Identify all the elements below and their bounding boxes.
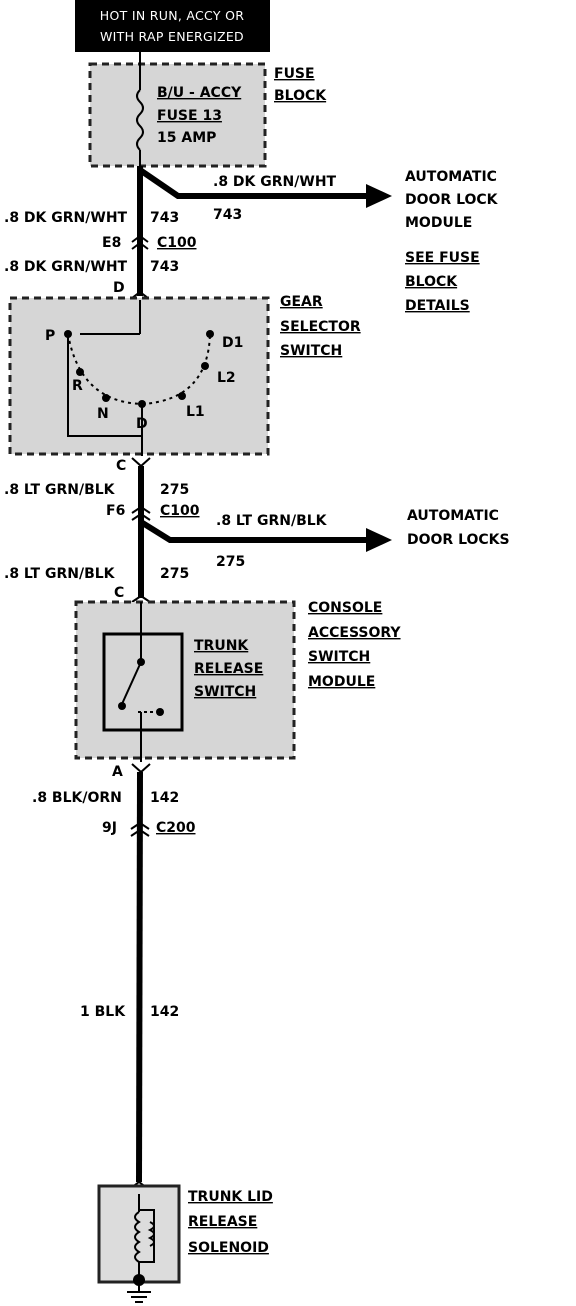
wire-275-upper-circuit: 275 <box>160 482 189 498</box>
header-line-2: WITH RAP ENERGIZED <box>100 29 244 44</box>
arrow-right-icon <box>366 528 392 552</box>
position-d1: D1 <box>222 335 243 351</box>
position-p: P <box>45 328 55 344</box>
fuse-icon <box>136 89 144 151</box>
fuse-block: B/U - ACCY FUSE 13 15 AMP FUSE BLOCK <box>88 52 327 170</box>
connector-f6-id: C100 <box>160 503 200 519</box>
console-module-pin-out: A <box>112 764 123 780</box>
branch-275-circuit: 275 <box>216 554 245 570</box>
gear-selector-switch: P R N D L1 L2 D1 GEAR SELECTOR SWITCH <box>8 294 361 456</box>
branch-275-wire-label: .8 LT GRN/BLK <box>216 513 328 529</box>
connector-9j-pin: 9J <box>102 820 117 836</box>
trunk-switch-label-3: SWITCH <box>194 684 256 700</box>
wire-743-lower-label: .8 DK GRN/WHT <box>4 259 128 275</box>
wire-275-lower-circuit: 275 <box>160 566 189 582</box>
position-l1: L1 <box>186 404 205 420</box>
fuse-rating: 15 AMP <box>157 130 216 146</box>
selector-contacts <box>76 330 214 408</box>
door-locks-branch: .8 LT GRN/BLK 275 AUTOMATIC DOOR LOCKS <box>139 508 510 570</box>
fuse-number: FUSE 13 <box>157 108 222 124</box>
door-locks-label-1: AUTOMATIC <box>407 508 499 524</box>
connector-f6-pin: F6 <box>106 503 125 519</box>
fuse-note-line-1: SEE FUSE <box>405 250 480 266</box>
branch-743-wire-label: .8 DK GRN/WHT <box>213 174 337 190</box>
door-lock-module-label-2: DOOR LOCK <box>405 192 499 208</box>
console-label-1: CONSOLE <box>308 600 382 616</box>
gear-selector-label-3: SWITCH <box>280 343 342 359</box>
connector-9j-id: C200 <box>156 820 196 836</box>
selector-arc <box>67 333 211 406</box>
wire-142: A .8 BLK/ORN 142 9J C200 1 BLK 142 <box>32 763 196 1183</box>
wire-743-lower-circuit: 743 <box>150 259 179 275</box>
connector-c100-e8-icon <box>131 234 149 250</box>
console-label-2: ACCESSORY <box>308 625 401 641</box>
gear-selector-pin-out: C <box>116 458 126 474</box>
connector-c200-9j-icon <box>130 821 150 837</box>
trunk-release-switch-box <box>102 632 184 732</box>
ground-icon <box>127 1291 151 1303</box>
door-lock-module-branch: .8 DK GRN/WHT 743 AUTOMATIC DOOR LOCK MO… <box>138 167 499 314</box>
connector-e8-pin: E8 <box>102 235 121 251</box>
door-lock-module-label-1: AUTOMATIC <box>405 169 497 185</box>
header-line-1: HOT IN RUN, ACCY OR <box>100 8 244 23</box>
solenoid-label-1: TRUNK LID <box>188 1189 273 1205</box>
wire-743-upper-circuit: 743 <box>150 210 179 226</box>
position-l2: L2 <box>217 370 236 386</box>
switch-blade <box>121 661 142 705</box>
connector-c100-f6-icon <box>131 505 151 521</box>
gear-selector-label-1: GEAR <box>280 294 323 310</box>
console-label-3: SWITCH <box>308 649 370 665</box>
branch-743-circuit: 743 <box>213 207 242 223</box>
fuse-block-label-1: FUSE <box>274 66 315 82</box>
wire-142-upper-circuit: 142 <box>150 790 179 806</box>
door-locks-label-2: DOOR LOCKS <box>407 532 510 548</box>
connector-e8-id: C100 <box>157 235 197 251</box>
wire-142-lower-label: 1 BLK <box>80 1004 126 1020</box>
power-condition-header: HOT IN RUN, ACCY OR WITH RAP ENERGIZED <box>75 0 270 52</box>
solenoid-coil-icon <box>134 1211 141 1263</box>
gear-selector-label-2: SELECTOR <box>280 319 361 335</box>
wire-743-upper-label: .8 DK GRN/WHT <box>4 210 128 226</box>
wire-275-lower-label: .8 LT GRN/BLK <box>4 566 116 582</box>
console-label-4: MODULE <box>308 674 375 690</box>
wire-142-upper-label: .8 BLK/ORN <box>32 790 122 806</box>
fuse-note-line-2: BLOCK <box>405 274 458 290</box>
wire-275: C .8 LT GRN/BLK 275 F6 C100 .8 LT GRN/BL… <box>4 457 200 603</box>
fuse-note-line-3: DETAILS <box>405 298 470 314</box>
trunk-switch-label-2: RELEASE <box>194 661 263 677</box>
console-accessory-switch-module: TRUNK RELEASE SWITCH CONSOLE ACCESSORY S… <box>74 600 401 762</box>
wire-743: .8 DK GRN/WHT 743 E8 C100 .8 DK GRN/WHT … <box>4 166 197 299</box>
solenoid-label-3: SOLENOID <box>188 1240 269 1256</box>
fuse-name: B/U - ACCY <box>157 85 242 101</box>
trunk-switch-label-1: TRUNK <box>194 638 249 654</box>
door-lock-module-label-3: MODULE <box>405 215 472 231</box>
solenoid-label-2: RELEASE <box>188 1214 257 1230</box>
trunk-lid-release-solenoid: TRUNK LID RELEASE SOLENOID <box>97 1180 273 1303</box>
arrow-right-icon <box>366 184 392 208</box>
wire-142-lower-circuit: 142 <box>150 1004 179 1020</box>
wire-275-upper-label: .8 LT GRN/BLK <box>4 482 116 498</box>
position-r: R <box>72 378 83 394</box>
fuse-block-label-2: BLOCK <box>274 88 327 104</box>
gear-selector-pin-in: D <box>113 280 125 296</box>
position-d: D <box>136 416 148 432</box>
console-module-pin-in: C <box>114 585 124 601</box>
position-n: N <box>97 406 109 422</box>
